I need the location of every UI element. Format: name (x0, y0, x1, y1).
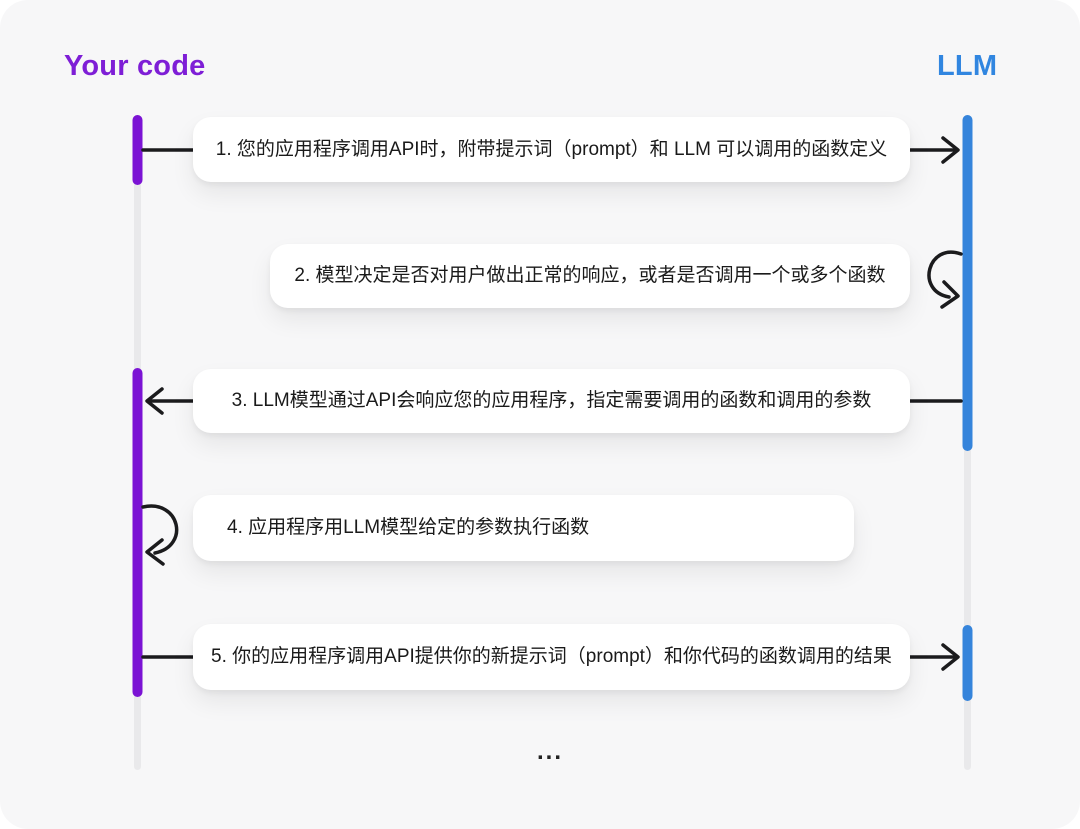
activation-right-1 (962, 115, 973, 451)
arrow-step3-head-left (145, 387, 164, 415)
actor-llm: LLM (937, 50, 998, 82)
activation-left-1 (132, 115, 143, 185)
continuation-ellipsis: ... (536, 738, 563, 765)
arrow-step1-head-right (941, 136, 960, 164)
activation-right-2 (962, 625, 973, 701)
step-5-text: 5. 你的应用程序调用API提供你的新提示词（prompt）和你代码的函数调用的… (211, 646, 892, 668)
arrow-step4-loop (141, 504, 179, 555)
step-3-text: 3. LLM模型通过API会响应您的应用程序，指定需要调用的函数和调用的参数 (231, 390, 872, 412)
arrow-step2-head (940, 280, 960, 309)
step-2-message: 2. 模型决定是否对用户做出正常的响应，或者是否调用一个或多个函数 (270, 244, 910, 308)
actor-your-code: Your code (64, 50, 206, 82)
step-3-message: 3. LLM模型通过API会响应您的应用程序，指定需要调用的函数和调用的参数 (193, 369, 910, 433)
step-1-message: 1. 您的应用程序调用API时，附带提示词（prompt）和 LLM 可以调用的… (193, 117, 910, 182)
step-1-text: 1. 您的应用程序调用API时，附带提示词（prompt）和 LLM 可以调用的… (215, 138, 888, 160)
arrow-step5-head-right (941, 643, 960, 671)
step-5-message: 5. 你的应用程序调用API提供你的新提示词（prompt）和你代码的函数调用的… (193, 624, 910, 690)
arrow-step4-head (145, 538, 165, 566)
activation-left-2 (132, 368, 143, 697)
step-2-text: 2. 模型决定是否对用户做出正常的响应，或者是否调用一个或多个函数 (294, 265, 886, 287)
step-4-text: 4. 应用程序用LLM模型给定的参数执行函数 (227, 517, 590, 539)
arrow-step2-loop (927, 250, 963, 299)
step-4-message: 4. 应用程序用LLM模型给定的参数执行函数 (193, 495, 854, 561)
